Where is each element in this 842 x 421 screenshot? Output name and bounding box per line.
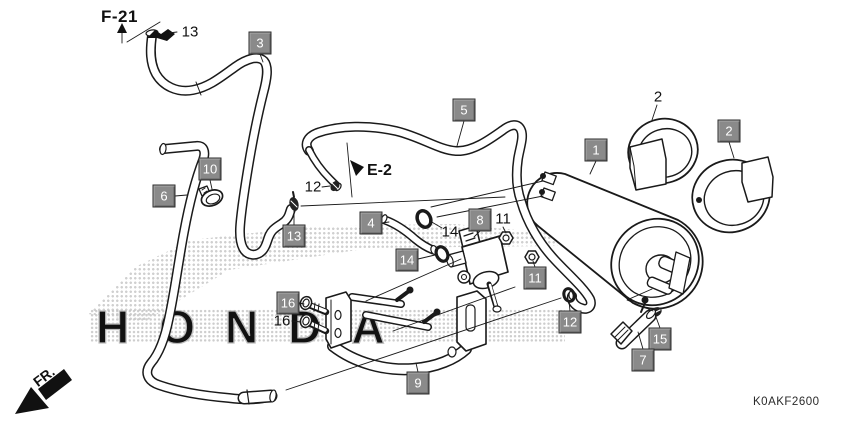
ref-label-e2: E-2 [367,162,392,179]
part-label-box-16: 16 [276,291,300,315]
part-label-box-3: 3 [248,31,272,55]
nut-11-upper [498,231,514,245]
part-label-box-7: 7 [631,348,655,372]
hose-6 [142,140,278,405]
part-label-box-4: 4 [359,211,383,235]
clip-13-top [147,29,175,41]
part-label-box-6: 6 [152,184,176,208]
clamp-10 [198,185,224,207]
o-ring-14-upper [415,209,433,229]
tube-7 [610,308,657,350]
clamp-band-left [627,117,699,191]
canister [526,171,704,313]
part-label-box-1: 1 [584,138,608,162]
bolt-16-lower [299,313,330,335]
clip-12-hose5 [330,180,340,192]
leader-lines [121,21,735,391]
diagram-code: K0AKF2600 [753,396,820,408]
clamp-band-right [691,156,774,234]
e2-arrow-icon [350,160,364,176]
part-label-box-5: 5 [452,98,476,122]
nut-11-lower [524,250,540,264]
o-ring-14-lower [434,245,450,263]
part-label-2: 2 [653,88,663,106]
solenoid-valve-8 [446,225,509,313]
part-label-13: 13 [181,23,199,41]
part-label-box-15: 15 [648,327,672,351]
part-label-box-11: 11 [523,266,547,290]
part-label-14: 14 [441,223,459,241]
part-label-12: 12 [304,178,322,196]
part-label-box-13: 13 [282,224,306,248]
fr-direction-arrow-icon [15,369,72,414]
part-label-box-14: 14 [395,248,419,272]
part-label-box-8: 8 [468,208,492,232]
part-label-11: 11 [495,210,511,228]
part-label-box-2: 2 [717,119,741,143]
part-label-16: 16 [273,312,291,330]
hose-3 [145,29,296,260]
part-label-box-12: 12 [558,310,582,334]
bracket-9 [325,286,487,376]
clip-13-mid [289,191,299,211]
bolt-16-upper [299,295,330,316]
f21-up-arrow-icon [117,23,127,33]
part-label-box-10: 10 [198,157,222,181]
part-label-box-9: 9 [406,371,430,395]
ref-label-f21: F-21 [101,7,138,26]
o-ring-12-lower [562,287,576,303]
